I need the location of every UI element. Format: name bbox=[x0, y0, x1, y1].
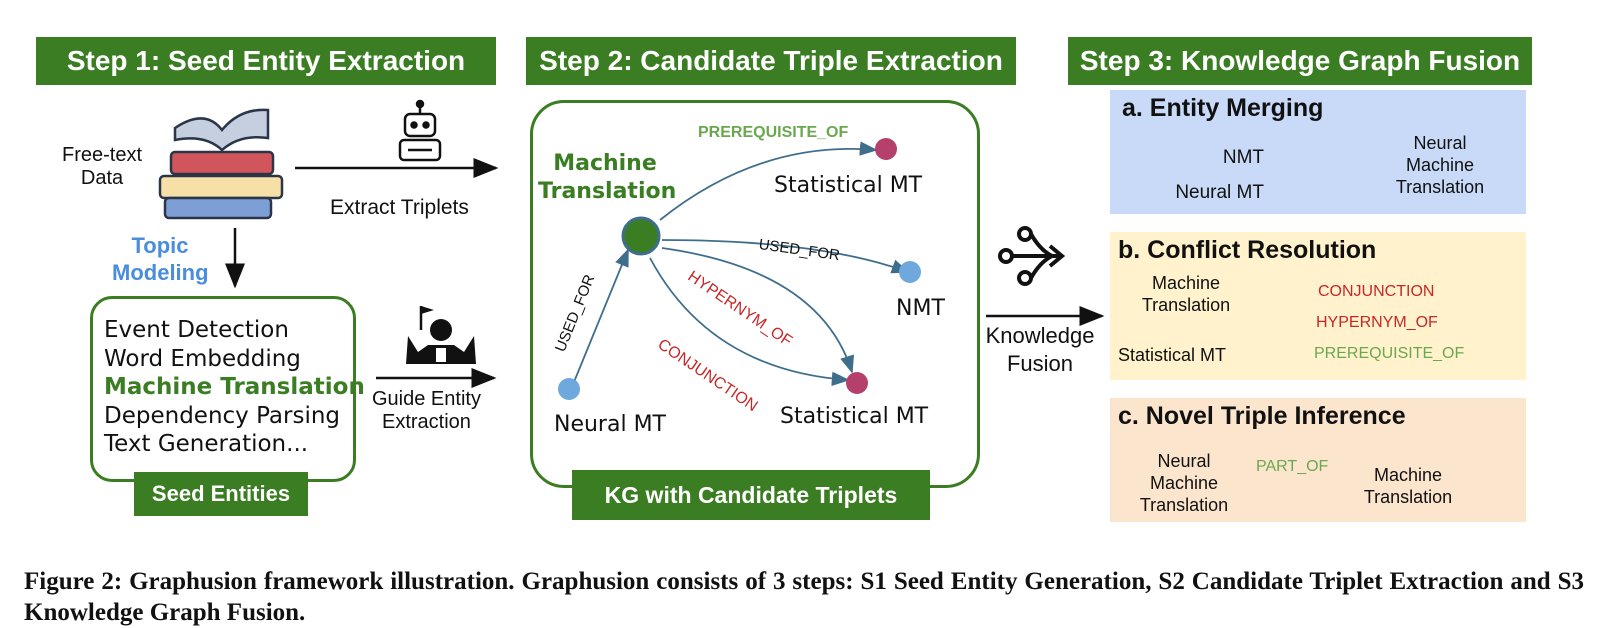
edge-label-prereq: PREREQUISITE_OF bbox=[698, 124, 849, 141]
panel-a-title: a. Entity Merging bbox=[1122, 94, 1324, 122]
free-text-label: Free-text Data bbox=[62, 144, 143, 189]
infer-edge-label: PART_OF bbox=[1256, 458, 1329, 475]
node-label-nmt: NMT bbox=[896, 296, 945, 321]
seed-entity: Event Detection bbox=[104, 317, 289, 343]
center-node-label: Machine Translation bbox=[538, 151, 677, 204]
node-neural-mt bbox=[558, 378, 580, 400]
infer-label-mt: Machine Translation bbox=[1363, 465, 1453, 507]
node-machine-translation bbox=[621, 216, 661, 256]
edge-hypernym bbox=[661, 247, 855, 374]
books-icon bbox=[158, 108, 284, 220]
edge-conjunction bbox=[649, 257, 850, 387]
extract-triplets-label: Extract Triplets bbox=[330, 196, 469, 219]
conflict-label-mt: Machine Translation bbox=[1141, 273, 1231, 315]
panel-entity-merging bbox=[1110, 90, 1526, 214]
figure-caption: Figure 2: Graphusion framework illustrat… bbox=[24, 568, 1584, 626]
merge-label-nmt: NMT bbox=[1222, 147, 1264, 168]
merge-label-result: Neural Machine Translation bbox=[1395, 133, 1485, 197]
seed-entity: Dependency Parsing bbox=[104, 402, 341, 429]
conflict-option-3: PREREQUISITE_OF bbox=[1314, 345, 1465, 362]
person-flag-icon bbox=[406, 306, 476, 364]
seed-entity: Text Generation... bbox=[104, 431, 309, 457]
share-fusion-icon bbox=[998, 226, 1066, 286]
infer-label-nmt: Neural Machine Translation bbox=[1139, 451, 1229, 515]
node-label-stat-bottom: Statistical MT bbox=[780, 404, 929, 429]
diagram: Step 1: Seed Entity Extraction Step 2: C… bbox=[24, 37, 1584, 626]
seed-entity: Word Embedding bbox=[104, 345, 301, 372]
node-statistical-mt-top bbox=[875, 138, 897, 160]
node-label-neural: Neural MT bbox=[554, 412, 666, 437]
seed-entity: Machine Translation bbox=[104, 374, 365, 400]
node-nmt bbox=[899, 261, 921, 283]
conflict-label-stat: Statistical MT bbox=[1118, 345, 1227, 365]
step3-header: Step 3: Knowledge Graph Fusion bbox=[1068, 37, 1532, 85]
guide-entity-label: Guide Entity Extraction bbox=[372, 388, 481, 433]
panel-conflict-resolution bbox=[1110, 232, 1526, 380]
merge-label-neural-mt: Neural MT bbox=[1175, 182, 1264, 203]
knowledge-fusion-label: Knowledge Fusion bbox=[985, 323, 1095, 376]
step1-header: Step 1: Seed Entity Extraction bbox=[36, 37, 496, 85]
panel-b-title: b. Conflict Resolution bbox=[1118, 236, 1377, 264]
step2-header: Step 2: Candidate Triple Extraction bbox=[526, 37, 1016, 85]
node-statistical-mt-bottom bbox=[846, 372, 868, 394]
seed-entities-footer: Seed Entities bbox=[134, 472, 308, 516]
panel-c-title: c. Novel Triple Inference bbox=[1118, 402, 1406, 430]
edge-prereq bbox=[659, 141, 878, 221]
edge-used-for-right bbox=[661, 239, 910, 274]
node-label-stat-top: Statistical MT bbox=[774, 173, 923, 198]
topic-modeling-label: Topic Modeling bbox=[112, 233, 209, 285]
edge-used-for-left bbox=[573, 248, 629, 383]
conflict-option-2: HYPERNYM_OF bbox=[1316, 314, 1438, 331]
kg-footer: KG with Candidate Triplets bbox=[572, 470, 930, 520]
seed-entity-list: Event Detection Word Embedding Machine T… bbox=[104, 316, 365, 459]
robot-icon bbox=[398, 99, 442, 162]
conflict-option-1: CONJUNCTION bbox=[1318, 283, 1435, 300]
panel-novel-triple bbox=[1110, 398, 1526, 522]
